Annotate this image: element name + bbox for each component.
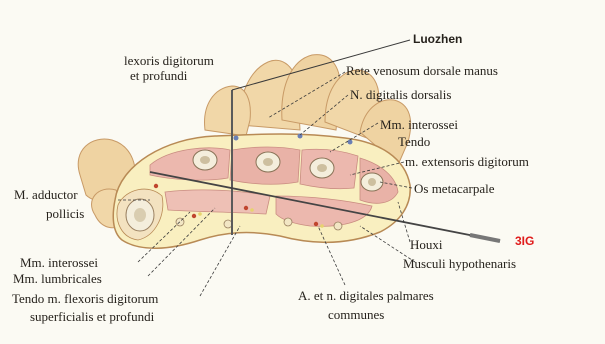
os-metacarpale-label: Os metacarpale (414, 182, 494, 196)
nerve (198, 212, 202, 216)
tendon (334, 222, 342, 230)
luozhen-label: Luozhen (413, 32, 462, 46)
dorsal-vein (298, 134, 303, 139)
nerve (250, 208, 254, 212)
mm-interossei-bottom-label: Mm. interossei (20, 256, 98, 270)
artery (244, 206, 248, 210)
n-digitalis-dorsalis-label: N. digitalis dorsalis (350, 88, 451, 102)
bone-marrow (317, 164, 327, 172)
tendo-extensor-label-1: Tendo (398, 135, 430, 149)
bone-marrow (263, 158, 273, 166)
mm-lumbricales-label: Mm. lumbricales (13, 272, 102, 286)
tendo-extensor-label-2: m. extensoris digitorum (405, 155, 529, 169)
sanjian-label: 3IG (515, 234, 534, 248)
a-n-digitales-label-2: communes (328, 308, 384, 322)
sanjian-needle-handle (470, 235, 500, 241)
nerve (320, 224, 324, 228)
finger-shape (205, 86, 251, 136)
artery (314, 222, 318, 226)
adductor-label-2: pollicis (46, 207, 84, 221)
a-n-digitales-label-1: A. et n. digitales palmares (298, 289, 434, 303)
mm-interossei-top-label: Mm. interossei (380, 118, 458, 132)
houxi-label: Houxi (410, 238, 443, 252)
flexor-profundi-label-2: et profundi (130, 69, 187, 83)
muscle-region (165, 190, 270, 214)
musculi-hypothenaris-label: Musculi hypothenaris (403, 257, 516, 271)
adductor-label-1: M. adductor (14, 188, 78, 202)
tendo-flexor-label-1: Tendo m. flexoris digitorum (12, 292, 158, 306)
tendo-flexor-label-2: superficialis et profundi (30, 310, 154, 324)
rete-venosum-label: Rete venosum dorsale manus (346, 64, 498, 78)
artery (154, 184, 158, 188)
artery (192, 214, 196, 218)
dorsal-vein (234, 136, 239, 141)
tendon (224, 220, 232, 228)
bone-marrow (368, 178, 376, 186)
cross-section (113, 134, 410, 249)
bone-marrow (200, 156, 210, 164)
tendon (284, 218, 292, 226)
thumb-bone-marrow (134, 208, 146, 222)
flexor-profundi-label-1: lexoris digitorum (124, 54, 214, 68)
